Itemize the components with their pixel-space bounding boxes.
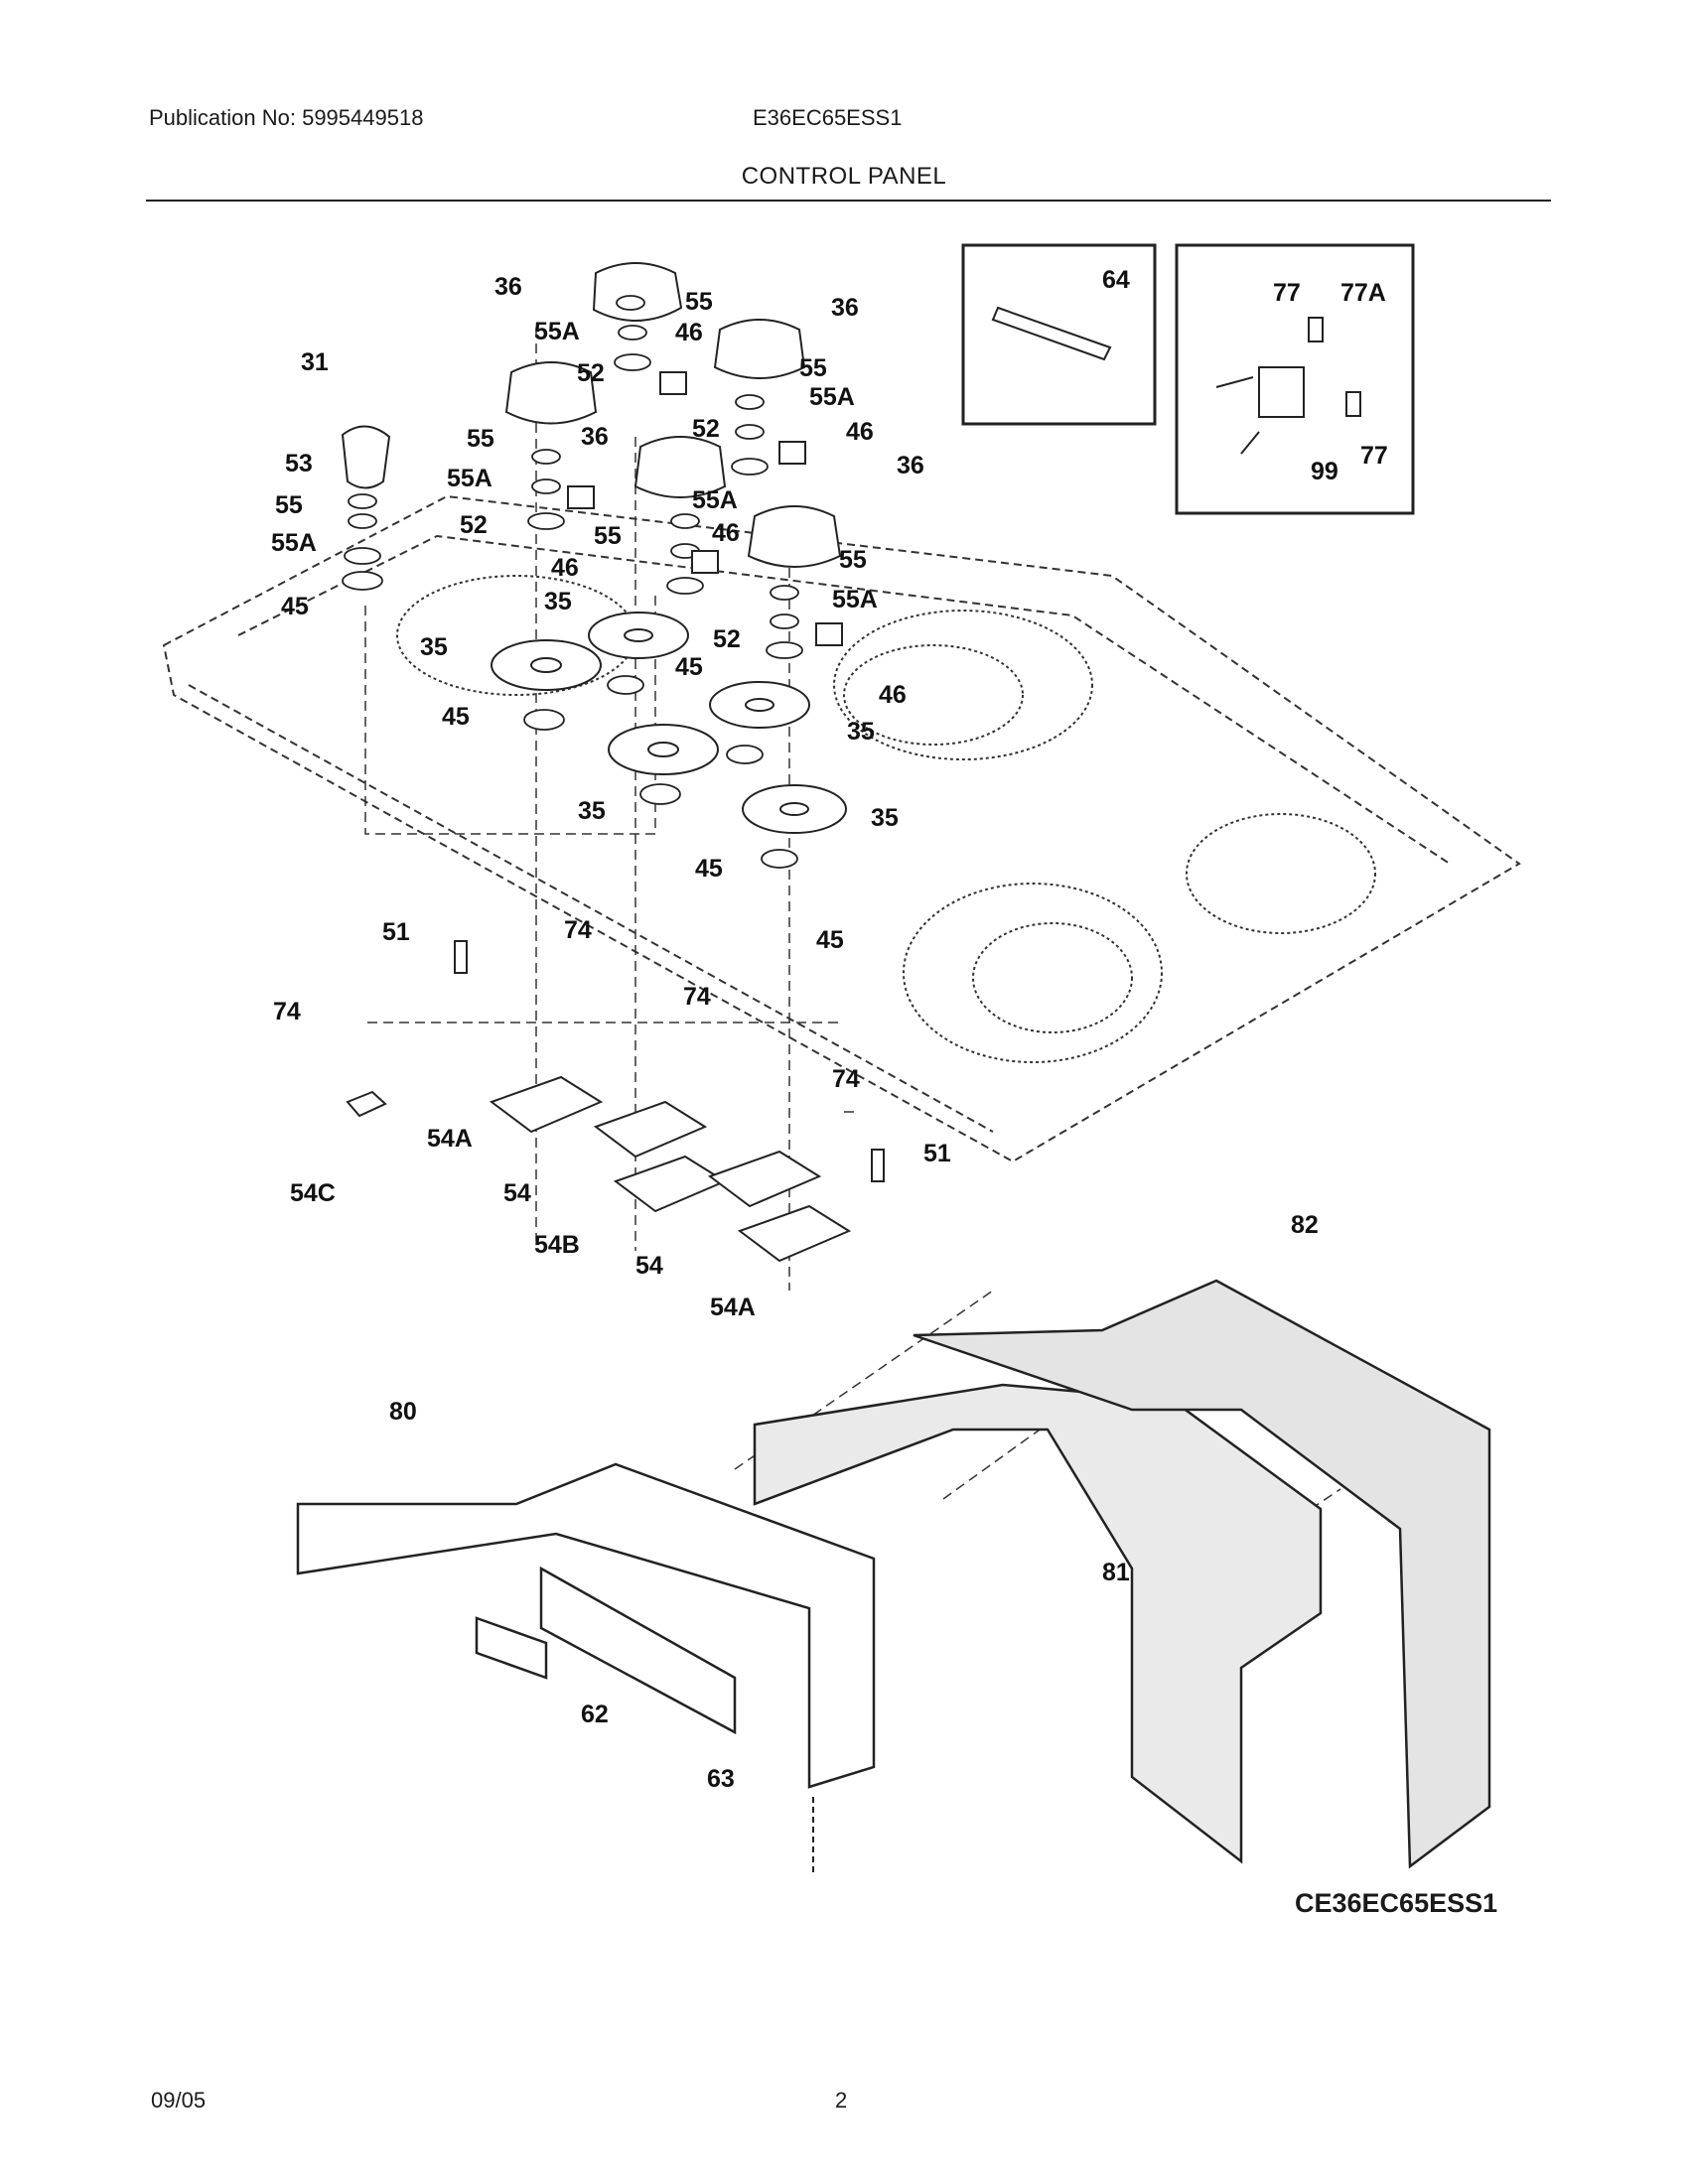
callout-31: 31 [301, 348, 329, 376]
callout-82: 82 [1291, 1211, 1319, 1239]
nut-51 [454, 940, 885, 1182]
callout-55a: 55A [809, 383, 855, 411]
callout-51: 51 [382, 918, 410, 946]
inset-box-77 [1175, 243, 1415, 515]
callout-74: 74 [273, 998, 301, 1025]
callout-54b: 54B [534, 1231, 580, 1259]
washers [342, 295, 803, 869]
switch-assemblies [346, 1075, 852, 1263]
model-number: E36EC65ESS1 [753, 105, 903, 130]
callout-55: 55 [685, 288, 713, 316]
header-rule [146, 200, 1551, 202]
knob-31 [341, 425, 391, 489]
callout-77: 77 [1273, 279, 1301, 307]
diagram-code: CE36EC65ESS1 [1295, 1888, 1498, 1918]
callout-51: 51 [923, 1140, 951, 1167]
page-number: 2 [835, 2088, 848, 2113]
callout-45: 45 [281, 593, 309, 620]
callout-81: 81 [1102, 1559, 1130, 1586]
callout-35: 35 [578, 797, 606, 825]
control-knobs [341, 262, 842, 568]
callout-77a: 77A [1340, 279, 1386, 307]
cooktop-outline [162, 494, 1521, 1163]
callout-36: 36 [897, 452, 924, 479]
callout-35: 35 [420, 633, 448, 661]
callout-45: 45 [695, 855, 723, 883]
callout-55a: 55A [692, 486, 738, 514]
callout-36: 36 [494, 273, 522, 301]
callout-52: 52 [460, 511, 488, 539]
callout-35: 35 [847, 718, 875, 746]
callout-36: 36 [581, 423, 609, 451]
callout-55: 55 [799, 354, 827, 382]
callout-63: 63 [707, 1765, 735, 1793]
callout-52: 52 [692, 415, 720, 443]
callout-labels: 31 53 55 55A 45 36 55A 55 46 36 52 55 55… [271, 266, 1388, 1793]
callout-46: 46 [551, 554, 579, 582]
callout-36: 36 [831, 294, 859, 322]
control-brackets [296, 1279, 1491, 1869]
callout-45: 45 [816, 926, 844, 954]
indicator-lights [567, 371, 843, 646]
knob-36-b [504, 361, 598, 425]
callout-80: 80 [389, 1398, 417, 1426]
callout-55: 55 [594, 522, 622, 550]
callout-46: 46 [846, 418, 874, 446]
callout-54: 54 [635, 1252, 663, 1280]
inset-box-64 [961, 243, 1157, 426]
callout-45: 45 [442, 703, 470, 731]
footer-date: 09/05 [151, 2088, 207, 2113]
callout-52: 52 [577, 359, 605, 387]
callout-52: 52 [713, 625, 741, 653]
knob-36-c [713, 319, 806, 379]
callout-46: 46 [879, 681, 907, 709]
callout-55: 55 [275, 491, 303, 519]
callout-74: 74 [683, 983, 711, 1011]
knob-36-d [633, 436, 727, 498]
callout-46: 46 [675, 319, 703, 346]
callout-55a: 55A [271, 529, 317, 557]
knob-36-e [747, 505, 842, 568]
callout-64: 64 [1102, 266, 1130, 294]
callout-55: 55 [467, 425, 494, 453]
callout-77: 77 [1360, 442, 1388, 470]
section-title: CONTROL PANEL [741, 163, 947, 190]
callout-53: 53 [285, 450, 313, 478]
callout-55a: 55A [447, 465, 492, 492]
callout-55a: 55A [832, 586, 878, 614]
publication-number: Publication No: 5995449518 [149, 105, 424, 130]
callout-45: 45 [675, 653, 703, 681]
knob-36-a [592, 262, 683, 322]
callout-35: 35 [544, 588, 572, 615]
callout-54a: 54A [427, 1125, 473, 1153]
callout-35: 35 [871, 804, 899, 832]
callout-55: 55 [839, 546, 867, 574]
callout-55a: 55A [534, 318, 580, 345]
callout-54a: 54A [710, 1294, 756, 1321]
switch-discs [491, 612, 847, 834]
callout-74: 74 [832, 1065, 860, 1093]
callout-74: 74 [564, 916, 592, 944]
callout-54: 54 [503, 1179, 531, 1207]
callout-99: 99 [1311, 458, 1338, 485]
callout-62: 62 [581, 1701, 609, 1728]
callout-46: 46 [712, 519, 740, 547]
callout-54c: 54C [290, 1179, 336, 1207]
